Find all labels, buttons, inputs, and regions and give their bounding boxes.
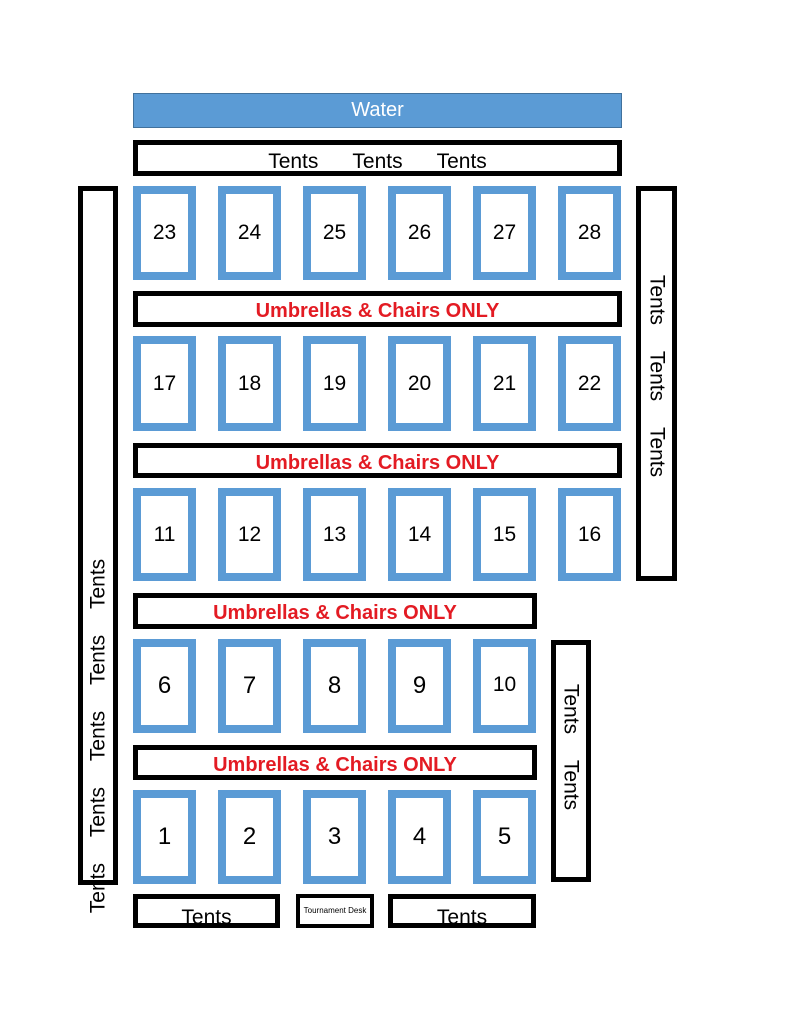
tents-label: Tents	[559, 759, 583, 811]
spot-number: 12	[237, 522, 262, 546]
spot-number: 8	[327, 672, 342, 699]
spot-number: 2	[242, 823, 257, 850]
tents-label: Tents	[86, 862, 110, 913]
spot-13: 13	[303, 488, 366, 581]
water-label: Water	[351, 99, 404, 121]
spot-27: 27	[473, 186, 536, 280]
spot-25: 25	[303, 186, 366, 280]
spot-number: 25	[322, 221, 347, 244]
tents-bar-left: Tents Tents Tents Tents Tents	[78, 186, 118, 913]
spot-16: 16	[558, 488, 621, 581]
spot-number: 9	[412, 672, 427, 699]
tents-bar-left-labels: Tents Tents Tents Tents Tents	[86, 548, 110, 922]
spot-23: 23	[133, 186, 196, 280]
umbrella-label: Umbrellas & Chairs ONLY	[255, 451, 500, 474]
tents-label: Tents	[86, 558, 110, 609]
water-area: Water	[133, 93, 622, 128]
umbrella-label: Umbrellas & Chairs ONLY	[213, 602, 457, 624]
tents-label: Tents	[352, 149, 403, 173]
spot-7: 7	[218, 639, 281, 733]
spot-21: 21	[473, 336, 536, 431]
spot-4: 4	[388, 790, 451, 884]
spot-number: 28	[577, 221, 602, 244]
tents-label: Tents	[86, 634, 110, 685]
umbrella-label: Umbrellas & Chairs ONLY	[213, 753, 457, 776]
tents-bar-right-upper: Tents Tents Tents	[636, 186, 677, 581]
spot-number: 5	[497, 823, 512, 850]
spot-10: 10	[473, 639, 536, 733]
spot-number: 11	[153, 522, 176, 546]
spot-number: 13	[322, 522, 347, 546]
tents-label: Tents	[181, 905, 232, 929]
tents-bar-right-lower-labels: Tents Tents	[559, 674, 583, 820]
spot-number: 27	[492, 221, 517, 244]
spot-number: 26	[407, 221, 432, 244]
spot-number: 21	[492, 371, 517, 395]
spot-2: 2	[218, 790, 281, 884]
spot-6: 6	[133, 639, 196, 733]
umbrella-bar-1: Umbrellas & Chairs ONLY	[133, 291, 622, 327]
spot-number: 14	[407, 522, 432, 546]
spot-number: 15	[492, 522, 517, 546]
tents-label: Tents	[645, 274, 668, 325]
umbrella-bar-2: Umbrellas & Chairs ONLY	[133, 443, 622, 478]
tents-bar-right-lower: Tents Tents	[551, 640, 591, 882]
tents-label: Tents	[559, 683, 583, 735]
spot-11: 11	[133, 488, 196, 581]
tents-label: Tents	[268, 149, 319, 173]
spot-number: 7	[242, 672, 257, 699]
spot-3: 3	[303, 790, 366, 884]
tents-label: Tents	[86, 710, 110, 761]
spot-number: 24	[237, 221, 262, 244]
spot-15: 15	[473, 488, 536, 581]
spot-20: 20	[388, 336, 451, 431]
umbrella-bar-3: Umbrellas & Chairs ONLY	[133, 593, 537, 629]
spot-number: 20	[407, 371, 432, 395]
spot-number: 4	[412, 823, 427, 850]
tents-label: Tents	[436, 149, 487, 173]
spot-18: 18	[218, 336, 281, 431]
spot-17: 17	[133, 336, 196, 431]
spot-number: 19	[322, 371, 347, 395]
spot-14: 14	[388, 488, 451, 581]
spot-28: 28	[558, 186, 621, 280]
spot-5: 5	[473, 790, 536, 884]
tents-label: Tents	[436, 905, 488, 929]
spot-number: 3	[327, 823, 342, 850]
spot-number: 16	[577, 522, 602, 546]
spot-9: 9	[388, 639, 451, 733]
spot-22: 22	[558, 336, 621, 431]
tents-bar-bottom-right: Tents	[388, 894, 536, 928]
spot-number: 6	[157, 672, 172, 699]
tents-label: Tents	[86, 786, 110, 837]
tents-bar-top: Tents Tents Tents	[133, 140, 622, 176]
tents-label: Tents	[645, 426, 668, 477]
spot-number: 10	[492, 673, 517, 696]
tournament-desk: Tournament Desk	[296, 894, 374, 928]
tents-bar-bottom-left: Tents	[133, 894, 280, 928]
spot-26: 26	[388, 186, 451, 280]
spot-number: 18	[237, 371, 262, 395]
spot-number: 22	[577, 371, 602, 395]
tents-label: Tents	[645, 350, 668, 401]
spot-8: 8	[303, 639, 366, 733]
umbrella-bar-4: Umbrellas & Chairs ONLY	[133, 745, 537, 780]
spot-19: 19	[303, 336, 366, 431]
tents-bar-right-upper-labels: Tents Tents Tents	[645, 264, 668, 486]
spot-24: 24	[218, 186, 281, 280]
umbrella-label: Umbrellas & Chairs ONLY	[255, 300, 500, 322]
spot-number: 23	[152, 221, 177, 244]
tournament-desk-label: Tournament Desk	[303, 906, 367, 916]
spot-12: 12	[218, 488, 281, 581]
spot-number: 1	[157, 823, 172, 850]
spot-1: 1	[133, 790, 196, 884]
spot-number: 17	[152, 371, 177, 395]
